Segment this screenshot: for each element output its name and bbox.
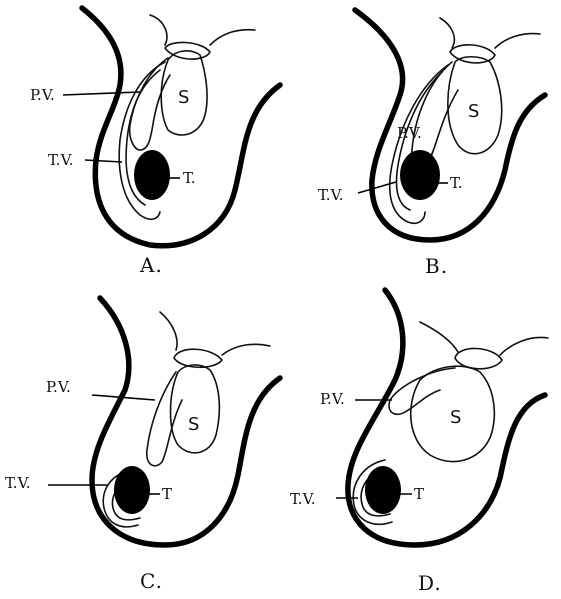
caption-c: C. xyxy=(140,569,163,593)
label-s: S xyxy=(178,87,189,108)
prostatic-vesicle-duct xyxy=(147,372,182,466)
testis-mass xyxy=(114,466,150,514)
label-pv: P.V. xyxy=(397,124,422,142)
caption-d: D. xyxy=(418,571,442,595)
label-t: T. xyxy=(183,169,196,187)
ciliated-rim xyxy=(455,348,502,368)
label-t: T xyxy=(414,485,424,503)
flagellum xyxy=(160,312,270,355)
caption-b: B. xyxy=(425,254,448,278)
label-pv: P.V. xyxy=(320,390,345,408)
testis-mass xyxy=(134,150,170,200)
label-s: S xyxy=(468,101,479,122)
panel-b: P.V. T.V. T. S B. xyxy=(318,10,545,278)
label-t: T xyxy=(162,485,172,503)
label-tv: T.V. xyxy=(290,490,316,508)
testis-mass xyxy=(365,466,401,514)
label-s: S xyxy=(450,407,461,428)
label-t: T. xyxy=(450,174,463,192)
label-pv: P.V. xyxy=(30,86,55,104)
panel-d: P.V. T.V. T S D. xyxy=(290,290,548,595)
flagellum xyxy=(440,18,540,48)
testis-mass xyxy=(400,150,440,200)
panel-a: P.V. T.V. T. S A. xyxy=(30,8,280,277)
caption-a: A. xyxy=(139,253,163,277)
label-tv: T.V. xyxy=(318,186,344,204)
body-wall-outline xyxy=(82,8,280,246)
label-pv: P.V. xyxy=(46,378,71,396)
label-s: S xyxy=(188,414,199,435)
flagellum xyxy=(150,15,255,45)
label-tv: T.V. xyxy=(5,474,31,492)
label-tv: T.V. xyxy=(48,151,74,169)
panel-c: P.V. T.V. T S C. xyxy=(5,298,280,593)
